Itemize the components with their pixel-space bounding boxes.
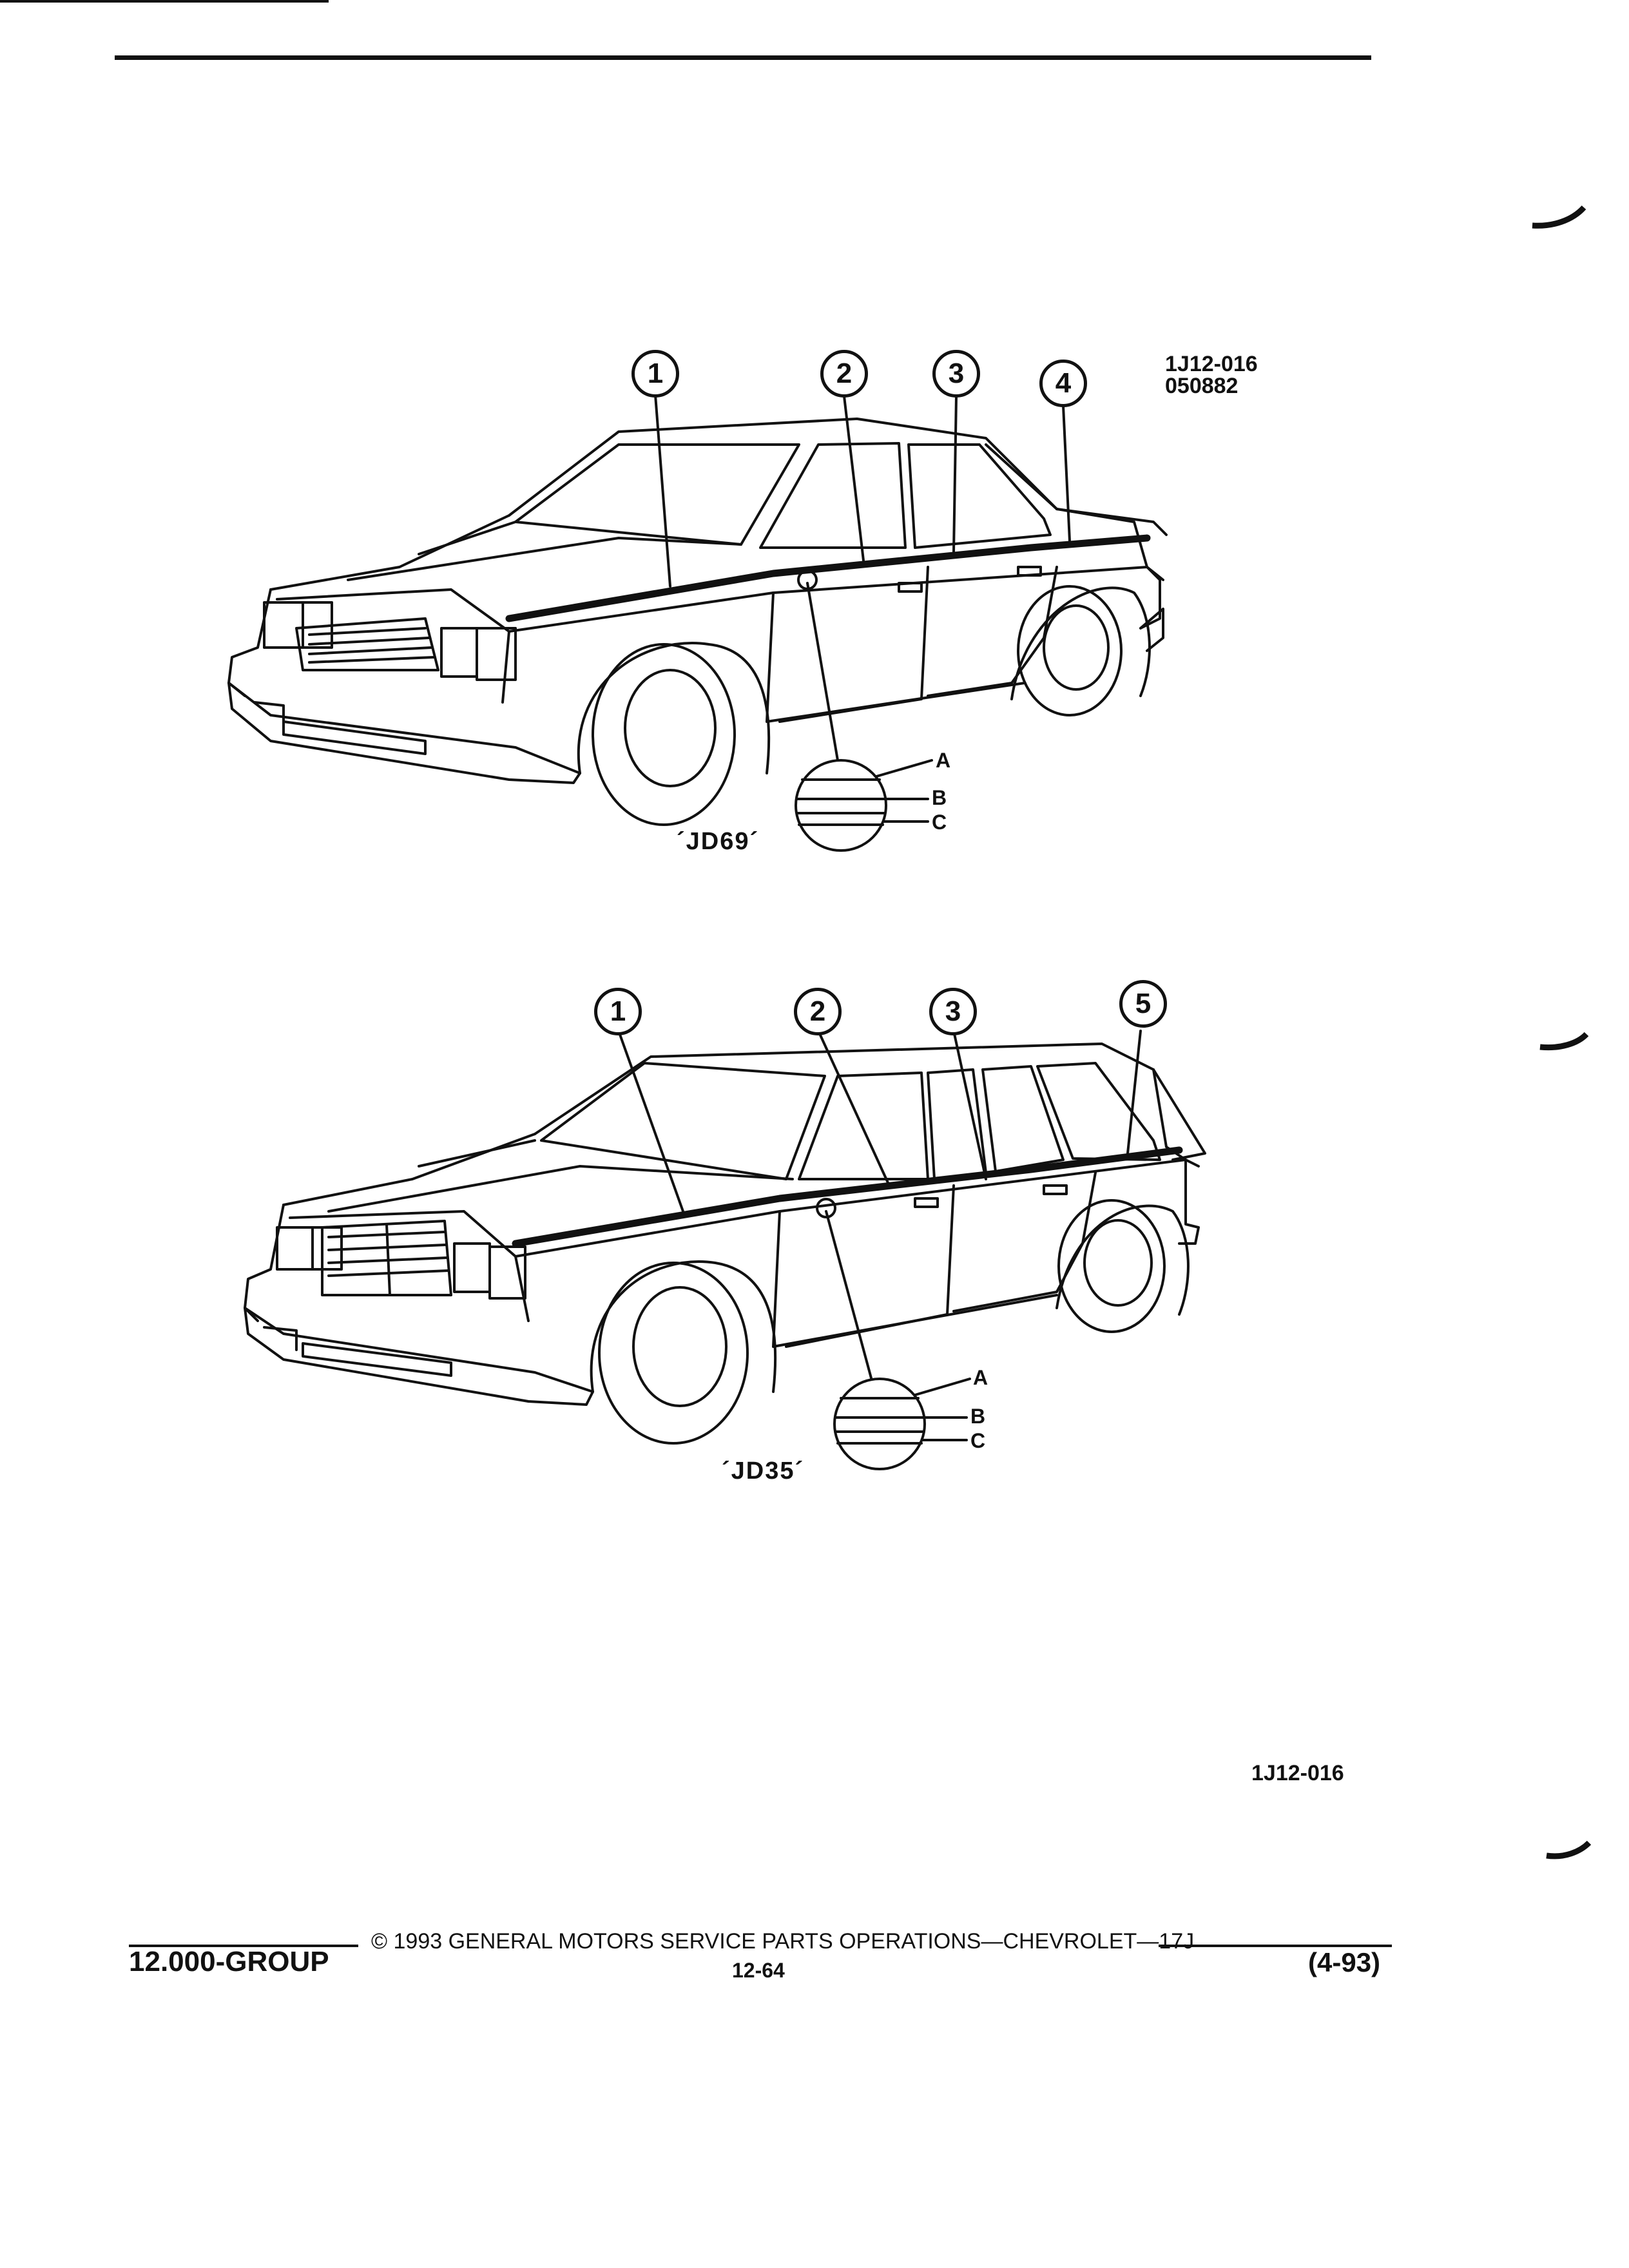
callout-2: 2 xyxy=(794,988,842,1035)
figure-id-bottom: 1J12-016 xyxy=(1251,1761,1344,1785)
detail-letter-b: B xyxy=(970,1405,986,1428)
callout-2: 2 xyxy=(820,350,868,398)
footer-copyright: © 1993 GENERAL MOTORS SERVICE PARTS OPER… xyxy=(371,1929,1195,1954)
footer-date: (4-93) xyxy=(1308,1947,1381,1977)
footer-rule-right xyxy=(1159,1945,1392,1947)
model-label-jd69: ´JD69´ xyxy=(677,828,760,855)
callout-5: 5 xyxy=(1119,980,1167,1028)
figure-ref-line2: 050882 xyxy=(1165,374,1239,398)
footer-group: 12.000-GROUP xyxy=(129,1946,329,1977)
callout-1: 1 xyxy=(631,350,679,398)
footer-rule-left xyxy=(129,1945,358,1947)
callout-1: 1 xyxy=(594,988,642,1035)
corner-mark-line xyxy=(0,0,329,3)
detail-letter-a: A xyxy=(973,1366,988,1389)
figure-ref-line1: 1J12-016 xyxy=(1165,352,1258,376)
footer-page-number: 12-64 xyxy=(732,1959,785,1982)
detail-letter-c: C xyxy=(970,1429,986,1452)
callout-3: 3 xyxy=(929,988,977,1035)
header-rule xyxy=(115,55,1371,60)
detail-letter-a: A xyxy=(936,749,951,772)
callout-4: 4 xyxy=(1039,360,1087,407)
model-label-jd35: ´JD35´ xyxy=(722,1457,805,1485)
detail-letter-b: B xyxy=(932,786,947,809)
callout-3: 3 xyxy=(932,350,980,398)
detail-letter-c: C xyxy=(932,811,947,834)
